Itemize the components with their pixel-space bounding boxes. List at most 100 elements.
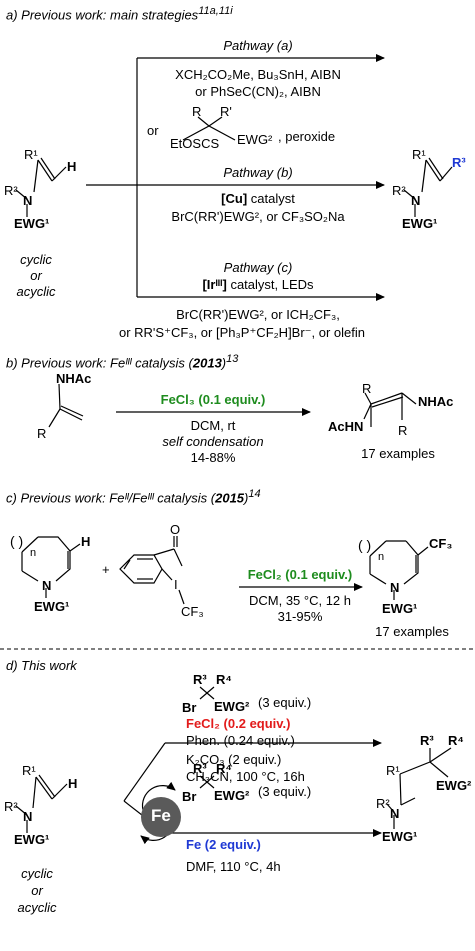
substrate-c-paren: ( ) bbox=[10, 533, 24, 549]
section-b-conditions-2: self condensation bbox=[162, 434, 264, 449]
product-d-r2: R² bbox=[376, 796, 390, 811]
product-a-r1: R¹ bbox=[412, 147, 426, 162]
pathway-c-reagents-1: BrC(RR')EWG², or ICH₂CF₃, bbox=[176, 307, 340, 322]
scope-a-cyclic: cyclic bbox=[20, 252, 52, 267]
reagent-d1-br: Br bbox=[182, 700, 197, 715]
product-b-achn: AcHN bbox=[328, 419, 364, 434]
reagent-d2-ewg: EWG² bbox=[214, 788, 250, 803]
substrate-c-h: H bbox=[81, 534, 91, 549]
section-c-header: c) Previous work: Feᴵᴵ/Feᴵᴵᴵ catalysis (… bbox=[6, 488, 261, 506]
reagent-d1-equiv: (3 equiv.) bbox=[258, 695, 312, 710]
section-a-arrows bbox=[86, 54, 385, 301]
product-d-r1: R¹ bbox=[386, 763, 400, 778]
reagent-right-group: EWG² bbox=[237, 132, 273, 147]
substrate-d-r2: R² bbox=[4, 799, 18, 814]
substrate-a-r1: R¹ bbox=[24, 147, 38, 162]
product-b-r1: R bbox=[362, 381, 372, 396]
product-a-ewg: EWG¹ bbox=[402, 216, 438, 231]
scope-a-acyclic: acyclic bbox=[16, 284, 56, 299]
reagent-d1-ewg: EWG² bbox=[214, 699, 250, 714]
reagent-d2-equiv: (3 equiv.) bbox=[258, 784, 312, 799]
pathway-a-or: or bbox=[147, 123, 159, 138]
section-d-base: K₂CO₃ (2 equiv.) bbox=[186, 752, 282, 767]
substrate-d-ewg: EWG¹ bbox=[14, 832, 50, 847]
reagent-r: R bbox=[192, 104, 202, 119]
plus-sign: + bbox=[102, 562, 110, 577]
reagent-left-group: EtOSCS bbox=[170, 136, 220, 151]
scope-d-or: or bbox=[31, 883, 43, 898]
section-b-conditions-1: DCM, rt bbox=[190, 418, 236, 433]
section-b-catalyst: FeCl₃ (0.1 equiv.) bbox=[160, 392, 266, 407]
pathway-b-catalyst: [Cu] catalyst bbox=[221, 191, 295, 206]
section-d-header: d) This work bbox=[6, 658, 77, 673]
scope-a-or: or bbox=[30, 268, 42, 283]
substrate-a-ewg: EWG¹ bbox=[14, 216, 50, 231]
iron-catalyst-label: Fe bbox=[151, 806, 171, 825]
section-d-structures bbox=[15, 686, 452, 845]
product-a-structure bbox=[403, 157, 453, 217]
product-d-ewg2: EWG² bbox=[436, 778, 472, 793]
substrate-a-h: H bbox=[67, 159, 77, 174]
scope-d-acyclic: acyclic bbox=[17, 900, 57, 915]
substrate-d-h: H bbox=[68, 776, 78, 791]
pathway-c-reagents-2: or RR'S⁺CF₃, or [Ph₃P⁺CF₂H]Br⁻, or olefi… bbox=[118, 325, 366, 340]
section-d-catalyst-1: FeCl₂ (0.2 equiv.) bbox=[186, 716, 291, 731]
section-b-header: b) Previous work: Feᴵᴵᴵ catalysis (2013)… bbox=[6, 353, 239, 371]
pathway-b-label: Pathway (b) bbox=[223, 165, 293, 180]
pathway-a-reagents-1: XCH₂CO₂Me, Bu₃SnH, AIBN bbox=[175, 67, 341, 82]
pathway-c-catalyst: [Irᴵᴵᴵ] catalyst, LEDs bbox=[202, 277, 314, 292]
reagent-d2-r4: R⁴ bbox=[216, 761, 232, 776]
substrate-c-n-atom: N bbox=[42, 578, 52, 593]
product-d-r4: R⁴ bbox=[448, 733, 464, 748]
product-d-r3: R³ bbox=[420, 733, 434, 748]
product-b-nhac: NHAc bbox=[418, 394, 454, 409]
substrate-c-ewg: EWG¹ bbox=[34, 599, 70, 614]
product-c-n: n bbox=[378, 551, 385, 563]
reagent-d1-r3: R³ bbox=[193, 672, 207, 687]
section-c-examples: 17 examples bbox=[375, 624, 449, 639]
section-c-catalyst: FeCl₂ (0.1 equiv.) bbox=[247, 567, 353, 582]
product-c-cf3: CF₃ bbox=[429, 536, 453, 551]
substrate-a-r2: R² bbox=[4, 183, 18, 198]
pathway-c-label: Pathway (c) bbox=[223, 260, 293, 275]
scope-d-cyclic: cyclic bbox=[21, 866, 53, 881]
section-c-structures bbox=[21, 536, 429, 605]
product-a-r2: R² bbox=[392, 183, 406, 198]
reagent-c-i: I bbox=[174, 577, 178, 592]
product-c-paren: ( ) bbox=[358, 537, 372, 553]
product-b-r2: R bbox=[398, 423, 408, 438]
section-d-catalyst-2: Fe (2 equiv.) bbox=[186, 837, 261, 852]
product-a-n: N bbox=[411, 193, 421, 208]
section-a-header: a) Previous work: main strategies11a,11i bbox=[6, 5, 233, 23]
section-b-structures bbox=[48, 383, 417, 428]
reagent-d2-br: Br bbox=[182, 789, 197, 804]
pathway-a-label: Pathway (a) bbox=[223, 38, 293, 53]
substrate-c-n: n bbox=[30, 547, 37, 559]
product-c-n-atom: N bbox=[390, 580, 400, 595]
section-d-solvent-1: CH₃CN, 100 °C, 16h bbox=[186, 769, 305, 784]
product-c-ewg: EWG¹ bbox=[382, 601, 418, 616]
section-c-yield: 31-95% bbox=[277, 609, 323, 624]
reagent-d2-r3-label: R³ bbox=[193, 761, 207, 776]
reagent-tail: , peroxide bbox=[278, 129, 336, 144]
substrate-b-r: R bbox=[37, 426, 47, 441]
product-d-ewg: EWG¹ bbox=[382, 829, 418, 844]
section-c-conditions: DCM, 35 °C, 12 h bbox=[248, 593, 352, 608]
xanthate-reagent-structure bbox=[182, 116, 236, 141]
section-d-solvent-2: DMF, 110 °C, 4h bbox=[186, 859, 281, 874]
pathway-a-reagents-2: or PhSeC(CN)₂, AIBN bbox=[195, 84, 321, 99]
product-a-r3: R³ bbox=[452, 155, 466, 170]
reagent-c-o: O bbox=[170, 522, 181, 537]
pathway-b-reagents: BrC(RR')EWG², or CF₃SO₂Na bbox=[171, 209, 345, 224]
substrate-b-nhac: NHAc bbox=[56, 371, 92, 386]
section-b-examples: 17 examples bbox=[361, 446, 435, 461]
reagent-d1-r4: R⁴ bbox=[216, 672, 232, 687]
reagent-c-cf3: CF₃ bbox=[181, 604, 204, 619]
reagent-r-prime: R' bbox=[220, 104, 232, 119]
substrate-d-n: N bbox=[23, 809, 33, 824]
product-d-n: N bbox=[390, 806, 400, 821]
section-b-yield: 14-88% bbox=[190, 450, 236, 465]
substrate-a-n: N bbox=[23, 193, 33, 208]
iron-catalyst-circle bbox=[141, 797, 181, 837]
